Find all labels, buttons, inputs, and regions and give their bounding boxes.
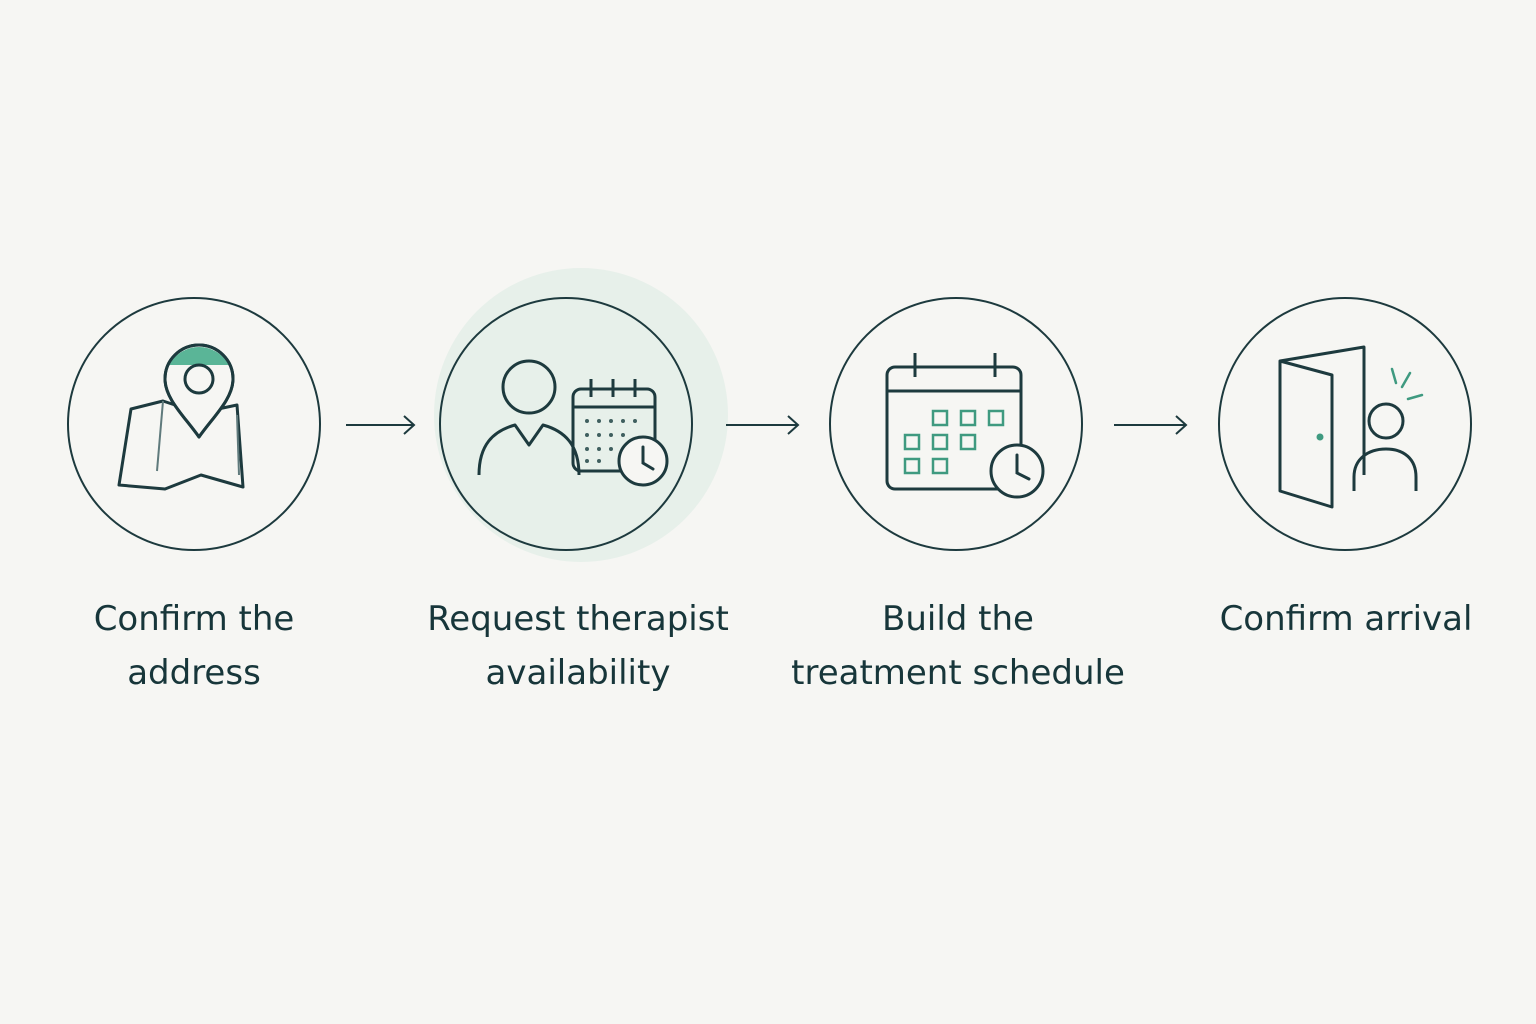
calendar-clock-icon [885,353,1045,499]
step-2-label: Request therapist availability [427,599,729,693]
door-arrival-icon [1278,345,1424,509]
step-2-circle [439,297,693,551]
step-3-label: Build the treatment schedule [791,599,1125,693]
step-build-schedule: Build the treatment schedule [768,0,1148,1024]
step-1-circle [67,297,321,551]
step-4-circle [1218,297,1472,551]
therapist-calendar-icon [477,359,669,487]
arrow-right-icon [1114,415,1188,435]
step-confirm-address: Confirm the address [4,0,384,1024]
step-3-circle [829,297,1083,551]
arrow-right-icon [346,415,416,435]
step-request-availability: Request therapist availability [388,0,768,1024]
map-pin-icon [117,343,245,491]
step-1-label: Confirm the address [93,599,295,693]
step-confirm-arrival: Confirm arrival [1156,0,1536,1024]
step-4-label: Confirm arrival [1219,599,1473,639]
arrow-right-icon [726,415,800,435]
